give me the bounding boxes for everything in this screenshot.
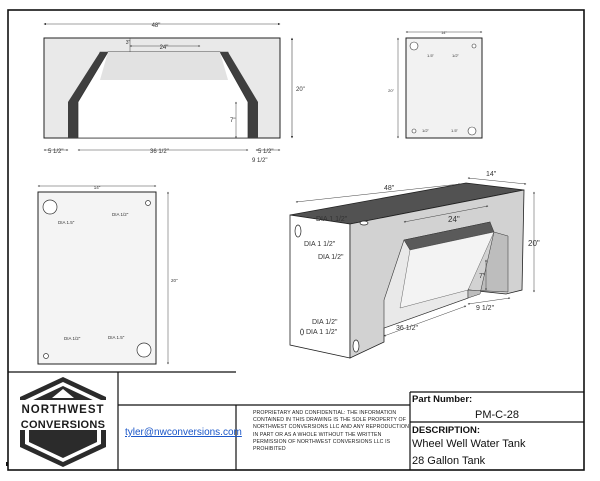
side-large-dim-height: 20" [171,278,178,283]
side-small-hole-br [467,126,477,136]
side-small-label-bl: 1/2" [422,128,430,133]
side-large-dim-width: 14" [94,185,101,190]
side-small-hole-tr [471,43,477,49]
front-dim-top-gap: 3" [126,40,131,46]
side-large-outline [37,191,157,365]
front-dim-right-foot: 5 1/2" [258,149,273,155]
front-view: 48" 24" 3" 20" 7" 5 1/2" 36 1/2" 5 1/2" … [43,22,305,164]
sheet-border [7,9,585,471]
proprietary-notice: Proprietary and confidential: the inform… [253,410,409,453]
part-number-value: PM-C-28 [474,409,519,421]
front-cutout-right [220,52,258,138]
logo-line2: CONVERSIONS [21,419,106,431]
side-large-label-bl: DIA 1/2" [64,336,81,341]
side-small-dim-width: 14" [441,30,447,35]
corner-tick [6,462,8,466]
title-block [8,371,584,470]
iso-callout-top-right: DIA 1 1/2" [316,216,348,223]
description-line-2: 28 Gallon Tank [412,455,486,467]
logo-line1: NORTHWEST [21,404,104,416]
front-dim-width: 48" [152,23,161,29]
iso-right-leg [467,231,509,299]
side-small-hole-tl [409,41,419,51]
iso-callout-top-left-a: DIA 1 1/2" [304,241,336,248]
email-link[interactable]: tyler@nwconversions.com [125,427,242,438]
logo-mountain [52,389,74,398]
iso-dim-depth: 14" [486,171,497,178]
side-small-dim-height: 20" [388,88,394,93]
iso-dim-bottom-span: 36 1/2" [396,325,418,332]
description-label: DESCRIPTION: [412,425,481,436]
side-large-label-tr: DIA 1/2" [112,212,129,217]
description-line-1: Wheel Well Water Tank [412,438,526,450]
side-small-label-tr: 1/2" [452,53,460,58]
iso-dim-height: 20" [528,239,540,248]
front-dim-height: 20" [296,87,305,93]
front-dim-left-foot: 5 1/2" [48,149,63,155]
iso-view: 48" 14" 20" 24" 7" 9 1/2" 36 1/2" DIA 1 … [289,171,540,359]
side-large-hole-bl [43,353,49,359]
iso-dim-offset: 9 1/2" [476,305,495,312]
iso-hole-top-left [294,224,302,238]
iso-cutout-back [399,231,495,309]
side-small-label-tl: 1.5" [427,53,435,58]
iso-hole-top-right [359,220,369,226]
side-large-hole-br [136,342,152,358]
side-view-small: 1.5" 1/2" 1/2" 1.5" 14" 20" [388,30,483,139]
iso-callout-bottom-a: DIA 1/2" [312,319,338,326]
front-dim-top-inner: 24" [160,45,169,51]
front-dim-inner-height: 7" [230,118,235,124]
iso-dim-top-inner: 24" [448,215,460,224]
iso-dim-width: 48" [384,185,395,192]
iso-dim-inner-height: 7" [479,273,486,280]
side-small-hole-bl [411,128,417,134]
front-dim-offset: 9 1/2" [252,158,267,164]
part-number-label: Part Number: [412,394,473,405]
side-large-hole-tr [145,200,151,206]
side-large-label-tl: DIA 1.5" [58,220,75,225]
side-large-label-br: DIA 1.5" [108,335,125,340]
iso-hole-bottom-right [352,339,360,353]
side-large-hole-tl [42,199,58,215]
iso-callout-bottom-b: DIA 1 1/2" [306,329,338,336]
iso-hole-bottom-left [300,328,304,336]
side-small-label-br: 1.5" [451,128,459,133]
side-small-outline [405,37,483,139]
side-view-large: DIA 1.5" DIA 1/2" DIA 1/2" DIA 1.5" 14" … [37,185,178,365]
front-cutout-shade [100,52,228,80]
front-dim-bottom-span: 36 1/2" [150,149,169,155]
company-logo: NORTHWEST CONVERSIONS [18,377,108,467]
iso-callout-top-left-b: DIA 1/2" [318,254,344,261]
